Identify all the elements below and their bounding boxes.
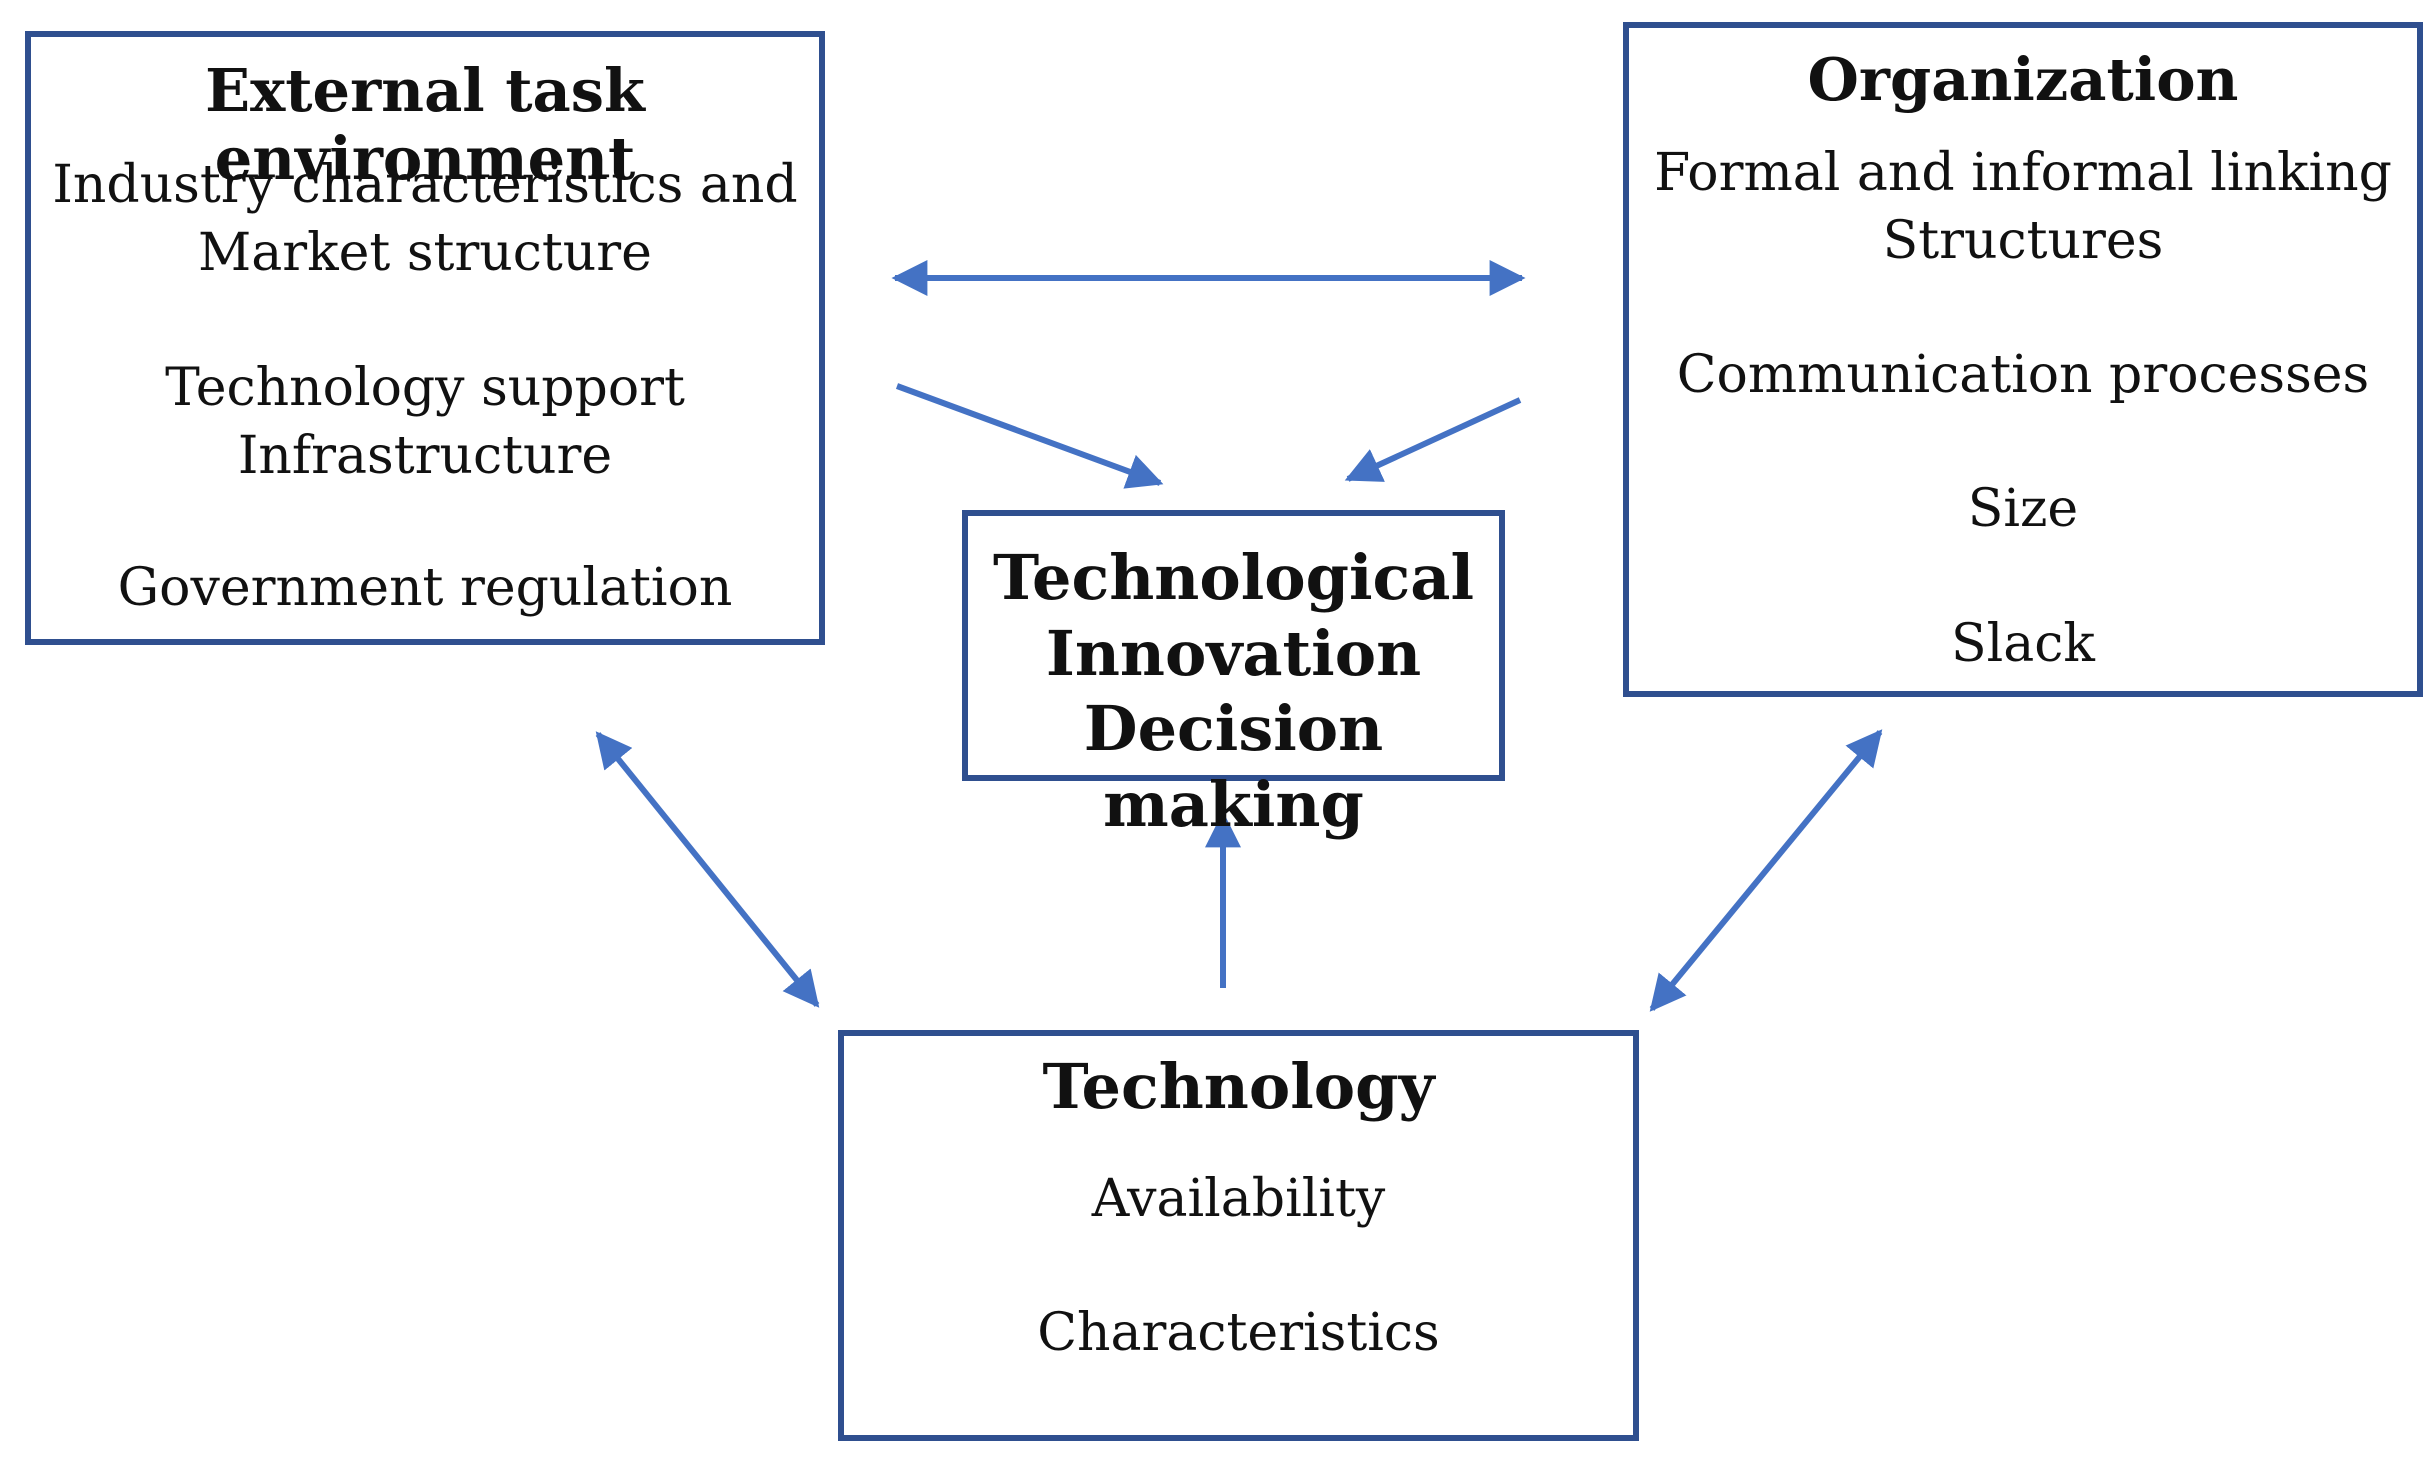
external-item-technology-support: Technology support Infrastructure	[165, 358, 685, 486]
technology-title: Technology	[1042, 1050, 1435, 1123]
arrow-organization-technology	[1649, 729, 1883, 1012]
organization-item-slack: Slack	[1951, 614, 2095, 674]
technological-innovation-box: Technological Innovation Decision making	[962, 510, 1505, 841]
technology-box: Technology Availability Characteristics	[838, 1030, 1639, 1441]
organization-box: Organization Formal and informal linking…	[1623, 22, 2423, 697]
external-item-industry: Industry characteristics and Market stru…	[52, 155, 798, 283]
organization-item-communication: Communication processes	[1676, 345, 2370, 405]
arrow-organization-to-central	[1344, 397, 1522, 482]
technology-item-availability: Availability	[1091, 1169, 1386, 1229]
organization-item-linking-structures: Formal and informal linking Structures	[1654, 143, 2392, 271]
central-title: Technological Innovation Decision making	[992, 541, 1474, 841]
arrow-external-technology	[595, 731, 820, 1008]
external-task-environment-box: External task environment Industry chara…	[25, 31, 825, 645]
arrow-external-to-central	[895, 383, 1164, 489]
external-title: External task environment	[205, 56, 645, 193]
external-item-government-regulation: Government regulation	[117, 558, 733, 618]
organization-item-size: Size	[1967, 479, 2079, 539]
organization-title: Organization	[1807, 45, 2239, 114]
technology-item-characteristics: Characteristics	[1037, 1303, 1440, 1363]
